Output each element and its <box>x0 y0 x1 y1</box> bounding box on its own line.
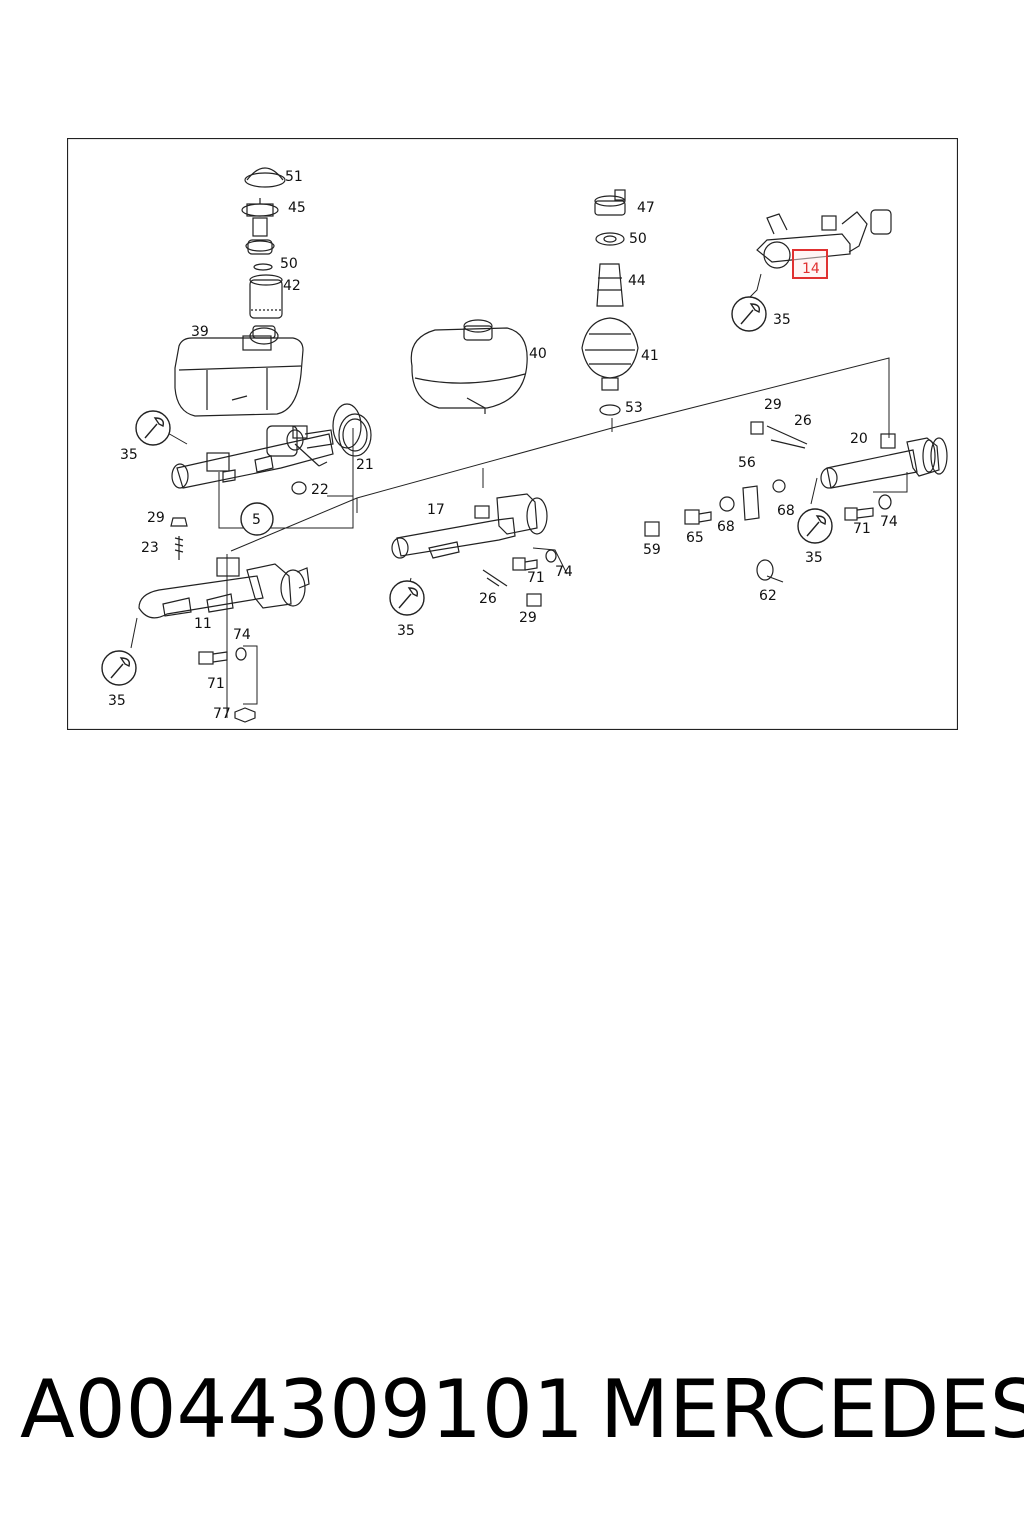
accumulator-stack <box>581 189 639 416</box>
callout-labels: 51 45 50 42 39 40 47 50 44 41 53 14 35 3… <box>108 169 898 722</box>
label-45: 45 <box>288 200 306 216</box>
label-71b: 71 <box>207 676 225 692</box>
reservoir-40 <box>410 319 528 414</box>
callout-circle-5 <box>240 502 274 536</box>
label-53: 53 <box>625 400 643 416</box>
label-44: 44 <box>628 273 646 289</box>
diagram-frame <box>66 137 959 731</box>
cylinder-20 <box>820 433 948 489</box>
wrench-35-topright <box>731 296 767 332</box>
label-29a: 29 <box>147 510 165 526</box>
label-29b: 29 <box>519 610 537 626</box>
label-62: 62 <box>759 588 777 604</box>
label-23: 23 <box>141 540 159 556</box>
label-29c: 29 <box>764 397 782 413</box>
cylinder-11 <box>138 557 310 619</box>
wrench-35-middle <box>389 580 425 616</box>
label-21: 21 <box>356 457 374 473</box>
o-ring-21 <box>332 403 362 449</box>
label-71c: 71 <box>853 521 871 537</box>
cylinder-17 <box>391 493 548 559</box>
label-71a: 71 <box>527 570 545 586</box>
label-47: 47 <box>637 200 655 216</box>
label-39: 39 <box>191 324 209 340</box>
brand-name: MERCEDES <box>600 1363 1024 1456</box>
label-42: 42 <box>283 278 301 294</box>
parts-diagram: 51 45 50 42 39 40 47 50 44 41 53 14 35 3… <box>66 137 959 731</box>
label-35d: 35 <box>108 693 126 709</box>
reservoir-cap-stack <box>241 167 286 319</box>
label-74c: 74 <box>880 514 898 530</box>
wrench-35-right <box>797 508 833 544</box>
component-14 <box>756 209 892 269</box>
part-number: A0044309101 <box>20 1363 584 1456</box>
label-35e: 35 <box>805 550 823 566</box>
fasteners <box>170 421 892 723</box>
label-59: 59 <box>643 542 661 558</box>
label-56: 56 <box>738 455 756 471</box>
label-11: 11 <box>194 616 212 632</box>
label-17: 17 <box>427 502 445 518</box>
label-65: 65 <box>686 530 704 546</box>
diagram-svg: 51 45 50 42 39 40 47 50 44 41 53 14 35 3… <box>66 137 959 731</box>
label-40: 40 <box>529 346 547 362</box>
label-5: 5 <box>252 512 261 528</box>
label-20: 20 <box>850 431 868 447</box>
label-41: 41 <box>641 348 659 364</box>
label-35c: 35 <box>397 623 415 639</box>
label-74b: 74 <box>233 627 251 643</box>
reservoir-39 <box>174 325 304 417</box>
label-35a: 35 <box>773 312 791 328</box>
label-50b: 50 <box>629 231 647 247</box>
wrench-35-lowerleft <box>101 650 137 686</box>
label-14: 14 <box>802 261 820 277</box>
label-26a: 26 <box>479 591 497 607</box>
label-51: 51 <box>285 169 303 185</box>
label-50a: 50 <box>280 256 298 272</box>
label-26b: 26 <box>794 413 812 429</box>
wrench-35-upperleft <box>135 410 171 446</box>
label-22: 22 <box>311 482 329 498</box>
highlight-box-14 <box>792 249 828 279</box>
label-77: 77 <box>213 706 231 722</box>
label-68a: 68 <box>717 519 735 535</box>
label-35b: 35 <box>120 447 138 463</box>
master-cylinder-upper <box>171 413 372 489</box>
label-74a: 74 <box>555 564 573 580</box>
wrench-symbols <box>101 296 833 686</box>
label-68b: 68 <box>777 503 795 519</box>
